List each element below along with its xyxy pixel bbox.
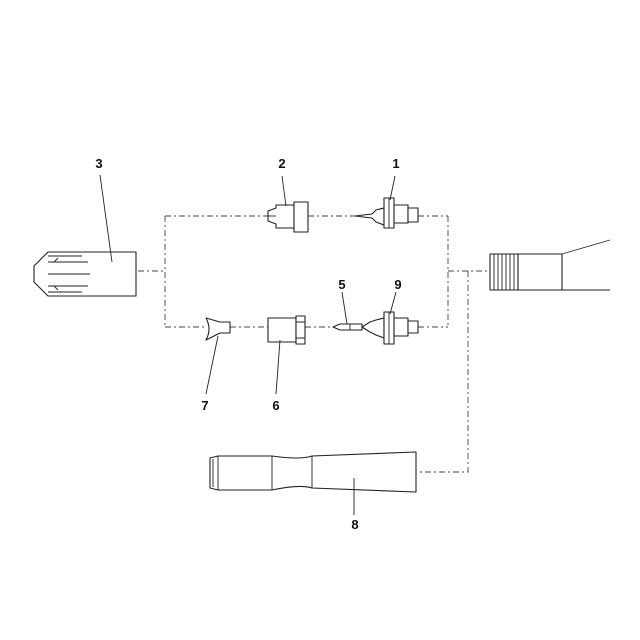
leader-3 <box>99 174 113 263</box>
callout-8: 8 <box>351 517 358 532</box>
part-2-bushing <box>267 201 309 233</box>
callouts: 1 2 3 5 6 7 8 9 <box>95 156 401 532</box>
assembly-paths <box>138 215 490 473</box>
leader-6 <box>275 339 281 395</box>
leader-1 <box>389 175 396 201</box>
callout-1: 1 <box>392 156 399 171</box>
leader-7 <box>205 335 219 395</box>
part-8-handle <box>209 451 417 493</box>
part-5-pin <box>332 323 363 331</box>
callout-9: 9 <box>394 277 401 292</box>
path-down-to-part8 <box>418 271 469 473</box>
part-7-cone <box>205 317 231 341</box>
callout-6: 6 <box>272 398 279 413</box>
part-9-tip <box>361 311 419 345</box>
leader-9 <box>389 291 397 315</box>
leader-2 <box>281 175 287 207</box>
leader-5 <box>341 291 348 325</box>
callout-3: 3 <box>95 156 102 171</box>
part-6-sleeve <box>267 315 306 345</box>
part-3-cap <box>33 251 137 297</box>
leader-lines <box>99 174 397 515</box>
handpiece-head <box>489 239 611 291</box>
callout-2: 2 <box>278 156 285 171</box>
callout-7: 7 <box>201 398 208 413</box>
callout-5: 5 <box>338 277 345 292</box>
part-1-tip <box>354 197 419 229</box>
